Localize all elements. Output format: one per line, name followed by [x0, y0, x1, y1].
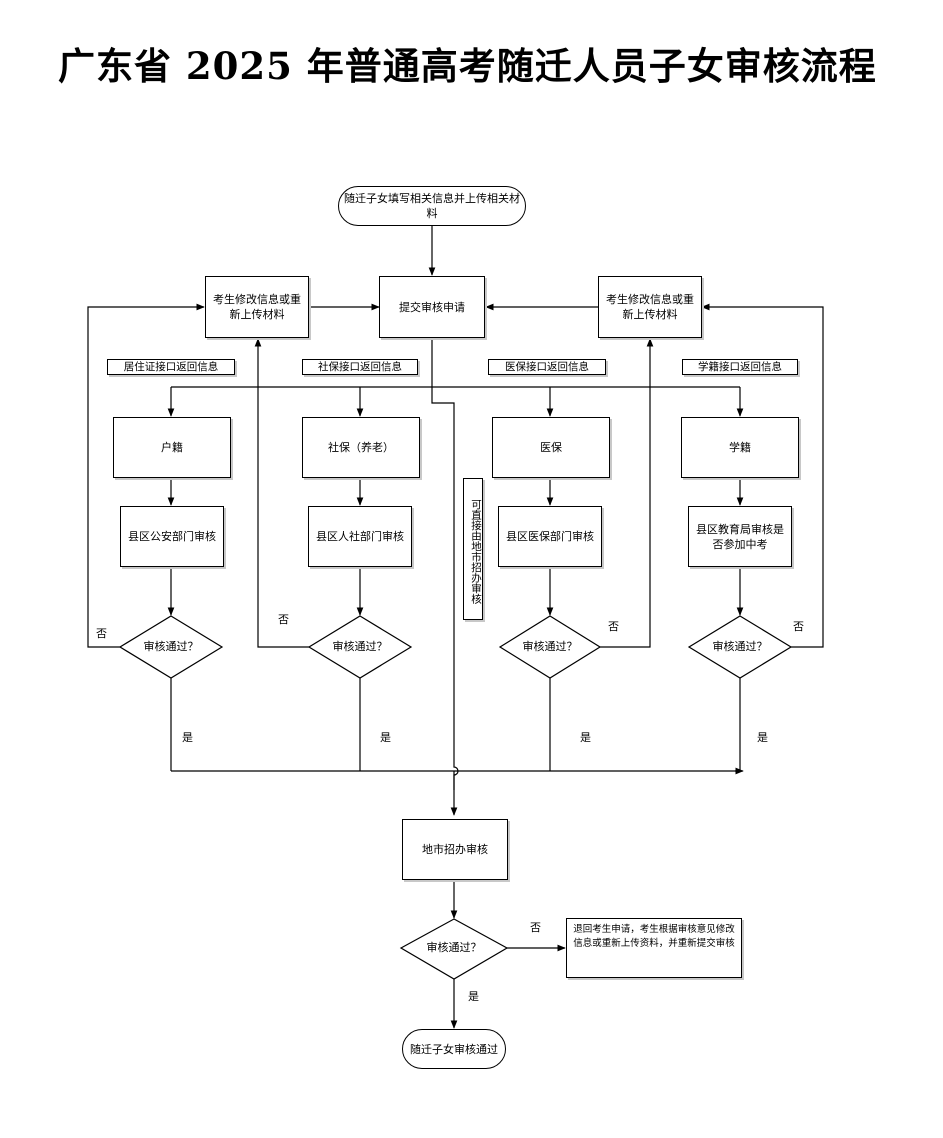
decision-text-2: 审核通过？	[332, 640, 388, 653]
decision-text-4: 审核通过？	[712, 640, 768, 653]
start-node: 随迁子女填写相关信息并上传相关材料	[338, 186, 526, 226]
category-box-household: 户籍	[113, 417, 231, 478]
category-box-medical: 医保	[492, 417, 610, 478]
decision-diamond-3	[498, 615, 602, 679]
category-box-student: 学籍	[681, 417, 799, 478]
decision-diamond-4	[687, 615, 793, 679]
decision-text-1: 审核通过？	[143, 640, 199, 653]
modify-info-box-right: 考生修改信息或重新上传材料	[598, 276, 702, 338]
interface-label-residence: 居住证接口返回信息	[107, 359, 235, 375]
yes-label-1: 是	[182, 731, 193, 744]
decision-diamond-1	[118, 615, 224, 679]
modify-info-box-left: 考生修改信息或重新上传材料	[205, 276, 309, 338]
final-no-label: 否	[530, 921, 541, 934]
department-box-medical: 县区医保部门审核	[498, 506, 602, 567]
interface-label-social-security: 社保接口返回信息	[302, 359, 418, 375]
department-box-hr: 县区人社部门审核	[308, 506, 412, 567]
no-label-2: 否	[278, 613, 289, 626]
city-review-box: 地市招办审核	[402, 819, 508, 880]
page-title: 广东省 2025 年普通高考随迁人员子女审核流程	[58, 44, 877, 88]
category-box-pension: 社保（养老）	[302, 417, 420, 478]
no-label-4: 否	[793, 620, 804, 633]
no-label-3: 否	[608, 620, 619, 633]
direct-review-label: 可直接由地市招办审核	[463, 478, 483, 620]
yes-label-3: 是	[580, 731, 591, 744]
yes-label-2: 是	[380, 731, 391, 744]
yes-label-4: 是	[757, 731, 768, 744]
final-decision-diamond	[399, 918, 509, 980]
interface-label-medical-insurance: 医保接口返回信息	[488, 359, 606, 375]
end-node: 随迁子女审核通过	[402, 1029, 506, 1069]
return-note-box: 退回考生申请，考生根据审核意见修改信息或重新上传资料，并重新提交审核	[566, 918, 742, 978]
department-box-education: 县区教育局审核是否参加中考	[688, 506, 792, 567]
decision-text-3: 审核通过？	[522, 640, 578, 653]
interface-label-student-status: 学籍接口返回信息	[682, 359, 798, 375]
no-label-1: 否	[96, 627, 107, 640]
submit-review-box: 提交审核申请	[379, 276, 485, 338]
final-decision-text: 审核通过？	[426, 941, 482, 954]
department-box-police: 县区公安部门审核	[120, 506, 224, 567]
final-yes-label: 是	[468, 990, 479, 1003]
decision-diamond-2	[307, 615, 413, 679]
